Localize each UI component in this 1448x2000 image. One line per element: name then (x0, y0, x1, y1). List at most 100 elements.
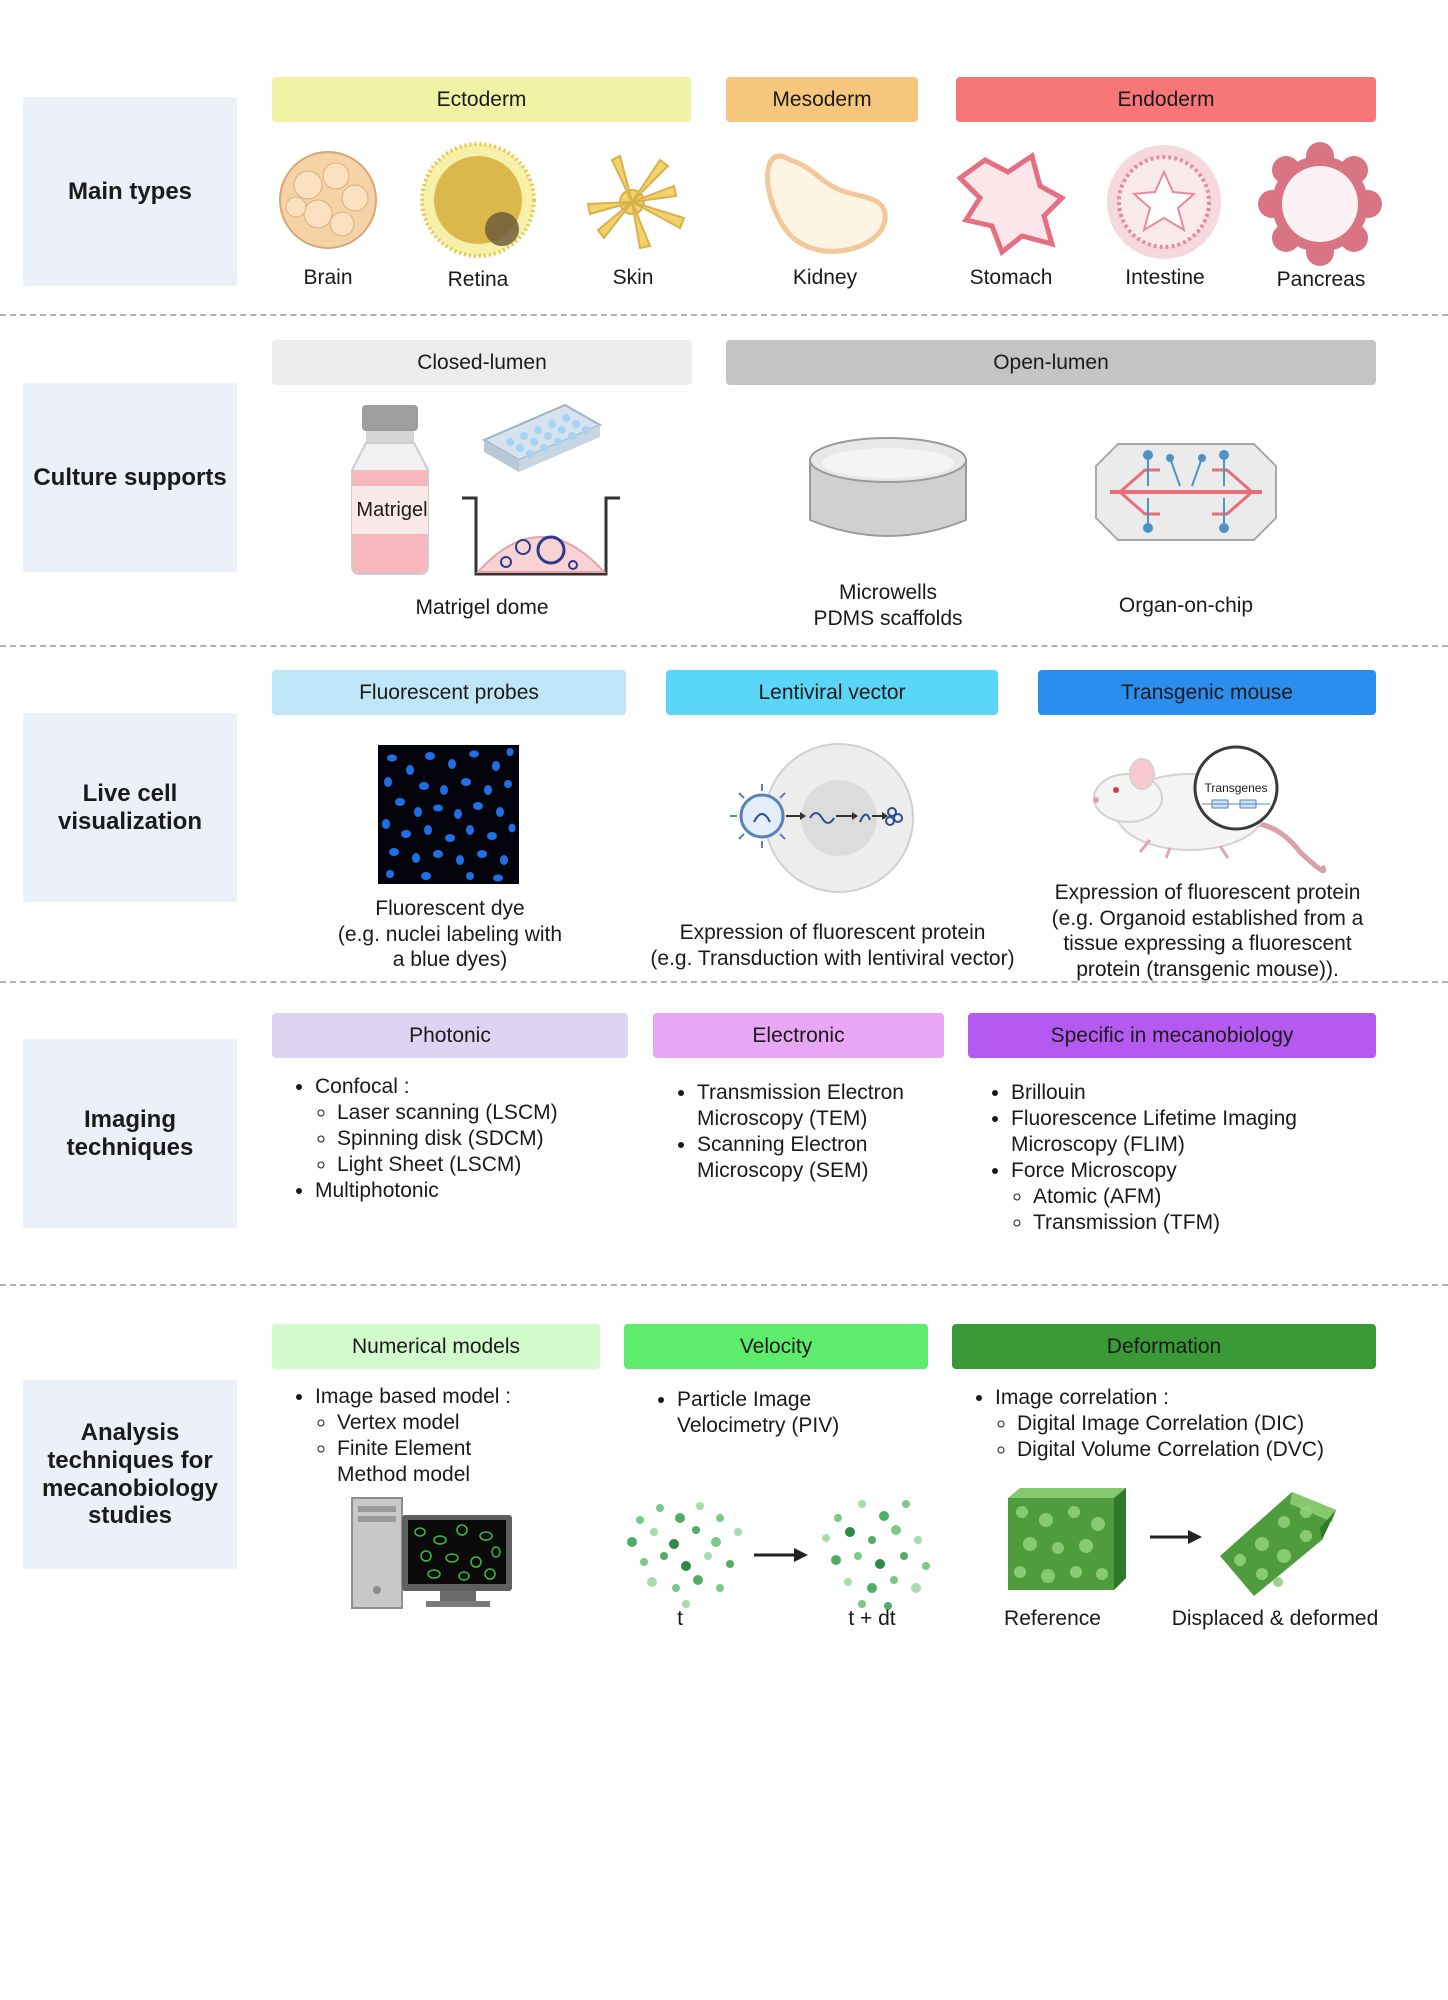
reference-label: Reference (1004, 1607, 1101, 1630)
list-item: Transmission Electron Microscopy (TEM) (697, 1080, 940, 1132)
list-text: Image correlation : (995, 1386, 1169, 1409)
electronic-list: Transmission Electron Microscopy (TEM) S… (675, 1080, 940, 1184)
transgenes-label: Transgenes (1204, 781, 1268, 795)
displaced-label: Displaced & deformed (1171, 1607, 1379, 1630)
list-text: Image based model : (315, 1385, 512, 1408)
list-item: Brillouin (1011, 1080, 1329, 1106)
organ-label-brain: Brain (303, 266, 353, 289)
list-item: Multiphotonic (315, 1178, 633, 1204)
list-item: Finite Element Method model (337, 1436, 487, 1488)
microwells-label: Microwells (838, 581, 937, 604)
caption-line: (e.g. Organoid established from a (1051, 906, 1364, 930)
header-fluorescent-probes: Fluorescent probes (272, 670, 626, 715)
organ-icons (279, 142, 1382, 266)
transgenic-mouse-icon (1093, 745, 1327, 874)
velocity-list: Particle Image Velocimetry (PIV) (655, 1387, 875, 1439)
caption-line: (e.g. Transduction with lentiviral vecto… (650, 946, 1015, 970)
header-photonic: Photonic (272, 1013, 628, 1058)
list-item: Transmission (TFM) (1033, 1210, 1329, 1236)
culture-icons (351, 403, 1277, 576)
computer-icon (351, 1497, 512, 1609)
organ-on-chip-label: Organ-on-chip (1118, 594, 1254, 617)
list-item: Force Microscopy Atomic (AFM) Transmissi… (1011, 1158, 1329, 1236)
transgenic-caption: Expression of fluorescent protein (e.g. … (1030, 880, 1385, 982)
piv-t-label: t (677, 1607, 683, 1630)
header-ectoderm: Ectoderm (272, 77, 691, 122)
list-item: Confocal : Laser scanning (LSCM) Spinnin… (315, 1074, 633, 1178)
list-item: Scanning Electron Microscopy (SEM) (697, 1132, 940, 1184)
pdms-label: PDMS scaffolds (813, 607, 963, 630)
list-item: Image based model : Vertex model Finite … (315, 1384, 613, 1488)
deformed-cube-icon (1220, 1492, 1336, 1596)
row-label-live-cell: Live cell visualization (23, 713, 237, 902)
separator (0, 645, 1448, 647)
microwell-dish-icon (809, 437, 967, 537)
matrigel-vial-icon (351, 405, 429, 575)
header-velocity: Velocity (624, 1324, 928, 1369)
organ-on-chip-icon (1095, 443, 1277, 541)
separator (0, 1284, 1448, 1286)
header-transgenic-mouse: Transgenic mouse (1038, 670, 1376, 715)
header-closed-lumen: Closed-lumen (272, 340, 692, 385)
fluorescent-nuclei-image-icon (378, 745, 519, 884)
caption-line: protein (transgenic mouse)). (1076, 957, 1339, 981)
skin-icon (586, 154, 686, 250)
separator (0, 981, 1448, 983)
photonic-list: Confocal : Laser scanning (LSCM) Spinnin… (293, 1074, 633, 1204)
list-item: Light Sheet (LSCM) (337, 1152, 633, 1178)
organ-label-skin: Skin (612, 266, 654, 289)
fluorescent-dye-caption: Fluorescent dye (e.g. nuclei labeling wi… (300, 896, 600, 973)
list-item: Digital Image Correlation (DIC) (1017, 1411, 1383, 1437)
reference-cube-icon (1008, 1488, 1126, 1590)
well-plate-icon (481, 403, 603, 472)
row-label-main-types: Main types (23, 97, 237, 286)
organ-label-intestine: Intestine (1125, 266, 1205, 289)
list-item: Spinning disk (SDCM) (337, 1126, 633, 1152)
matrigel-vial-label: Matrigel (356, 499, 428, 521)
stomach-icon (956, 151, 1067, 257)
numerical-list: Image based model : Vertex model Finite … (293, 1384, 613, 1488)
caption-line: a blue dyes) (392, 948, 508, 972)
organ-label-kidney: Kidney (792, 266, 858, 289)
particles-t-icon (627, 1502, 742, 1608)
list-item: Fluorescence Lifetime Imaging Microscopy… (1011, 1106, 1329, 1158)
live-cell-icons (378, 743, 1327, 893)
row-label-imaging: Imaging techniques (23, 1039, 237, 1228)
header-lentiviral-vector: Lentiviral vector (666, 670, 998, 715)
pancreas-icon (1258, 142, 1382, 266)
row-label-culture-supports: Culture supports (23, 383, 237, 572)
caption-line: tissue expressing a fluorescent (1063, 932, 1352, 956)
caption-line: Expression of fluorescent protein (679, 921, 986, 944)
list-item: Atomic (AFM) (1033, 1184, 1329, 1210)
lentiviral-cell-icon (730, 743, 914, 893)
header-electronic: Electronic (653, 1013, 944, 1058)
row-label-analysis: Analysis techniques for mecanobiology st… (23, 1380, 237, 1569)
list-item: Digital Volume Correlation (DVC) (1017, 1437, 1383, 1463)
lentiviral-caption: Expression of fluorescent protein (e.g. … (630, 920, 1035, 971)
header-deformation: Deformation (952, 1324, 1376, 1369)
header-mesoderm: Mesoderm (726, 77, 918, 122)
kidney-icon (765, 153, 888, 254)
list-text: Confocal : (315, 1075, 410, 1098)
specific-list: Brillouin Fluorescence Lifetime Imaging … (989, 1080, 1329, 1236)
header-specific: Specific in mecanobiology (968, 1013, 1376, 1058)
organ-label-retina: Retina (447, 268, 509, 291)
organ-label-pancreas: Pancreas (1276, 268, 1366, 291)
piv-tdt-label: t + dt (848, 1607, 896, 1630)
matrigel-dome-label: Matrigel dome (415, 596, 549, 619)
retina-icon (420, 142, 536, 258)
list-item: Laser scanning (LSCM) (337, 1100, 633, 1126)
list-item: Vertex model (337, 1410, 613, 1436)
header-endoderm: Endoderm (956, 77, 1376, 122)
organ-label-stomach: Stomach (969, 266, 1053, 289)
caption-line: (e.g. nuclei labeling with (337, 922, 563, 946)
intestine-icon (1107, 145, 1221, 259)
matrigel-dome-icon (462, 496, 620, 576)
header-open-lumen: Open-lumen (726, 340, 1376, 385)
brain-icon (279, 151, 377, 249)
analysis-icons (351, 1488, 1336, 1610)
caption-line: Expression of fluorescent protein (1054, 881, 1361, 904)
particles-tdt-icon (822, 1500, 930, 1610)
deformation-list: Image correlation : Digital Image Correl… (973, 1385, 1383, 1463)
separator (0, 314, 1448, 316)
